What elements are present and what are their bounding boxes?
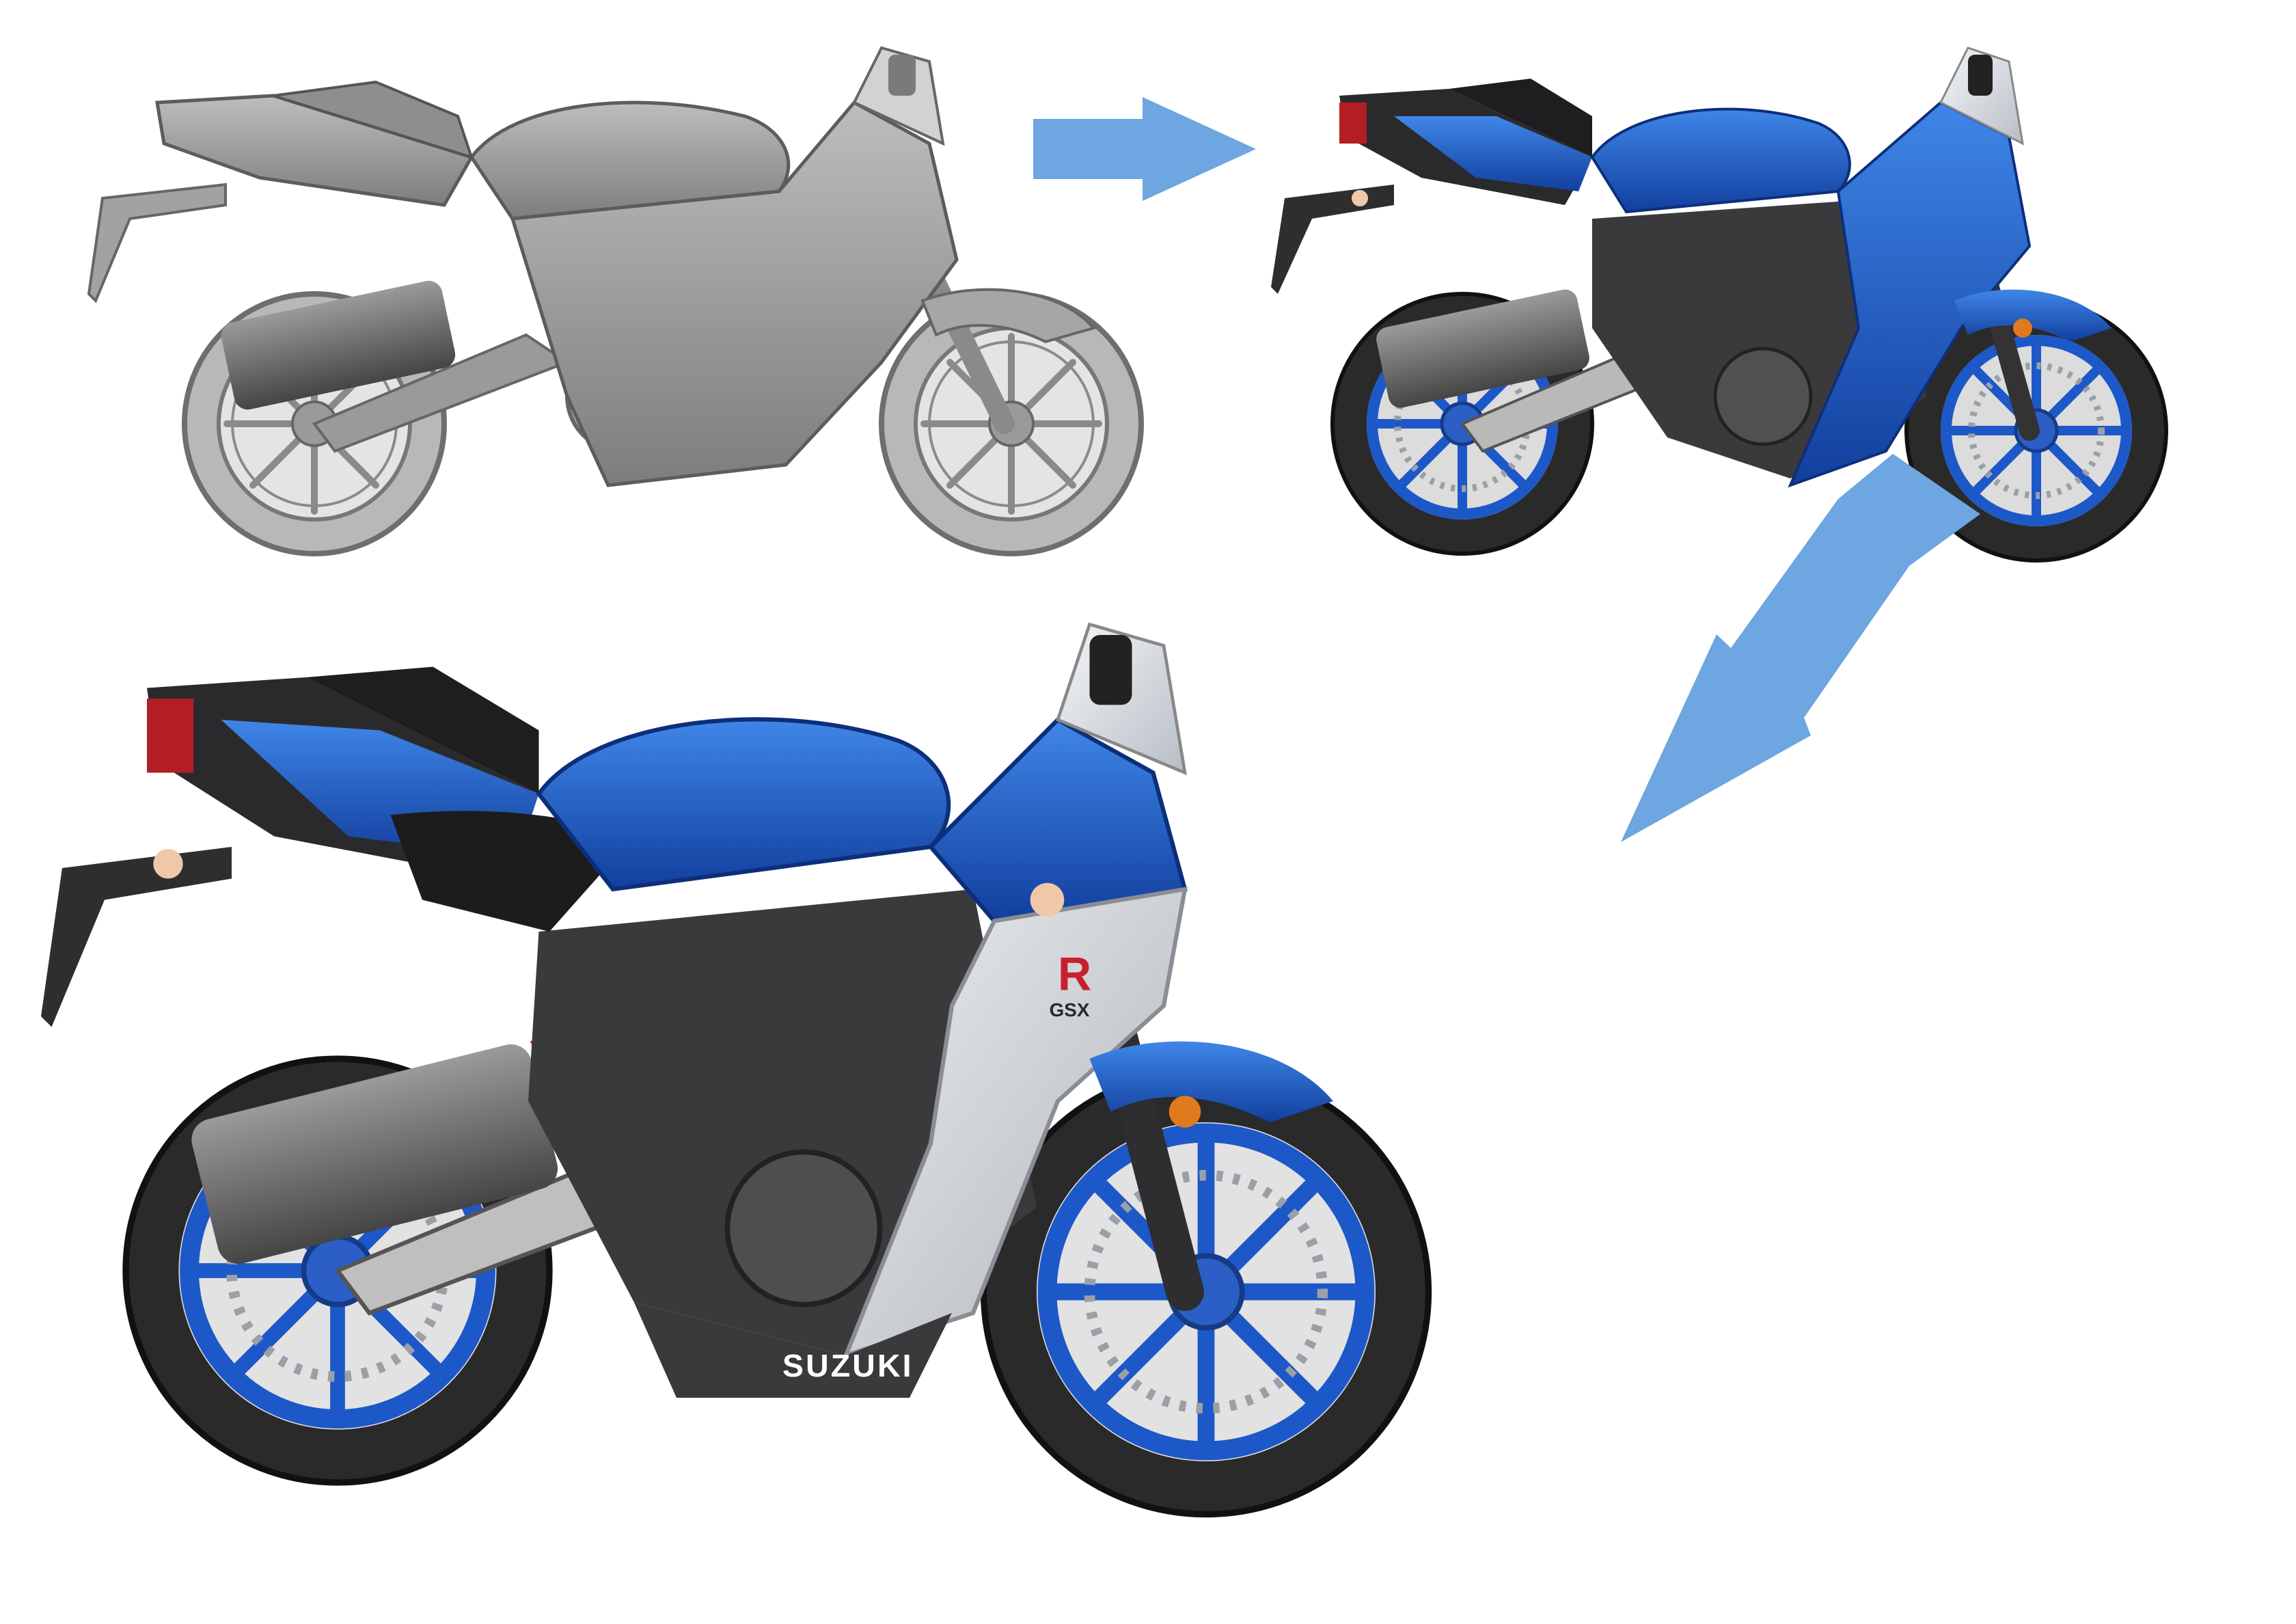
tank-badge-sub: GSX xyxy=(1050,999,1090,1020)
gray-patent-render xyxy=(87,46,1141,554)
final-livery-render: R GSX SUZUKI xyxy=(41,622,1432,1518)
fairing-logo: SUZUKI xyxy=(782,1348,914,1383)
tank-badge: R xyxy=(1058,948,1091,1000)
arrow-down-left xyxy=(1621,454,1980,842)
arrow-right xyxy=(1033,97,1256,201)
blue-colored-render xyxy=(1271,46,2166,560)
